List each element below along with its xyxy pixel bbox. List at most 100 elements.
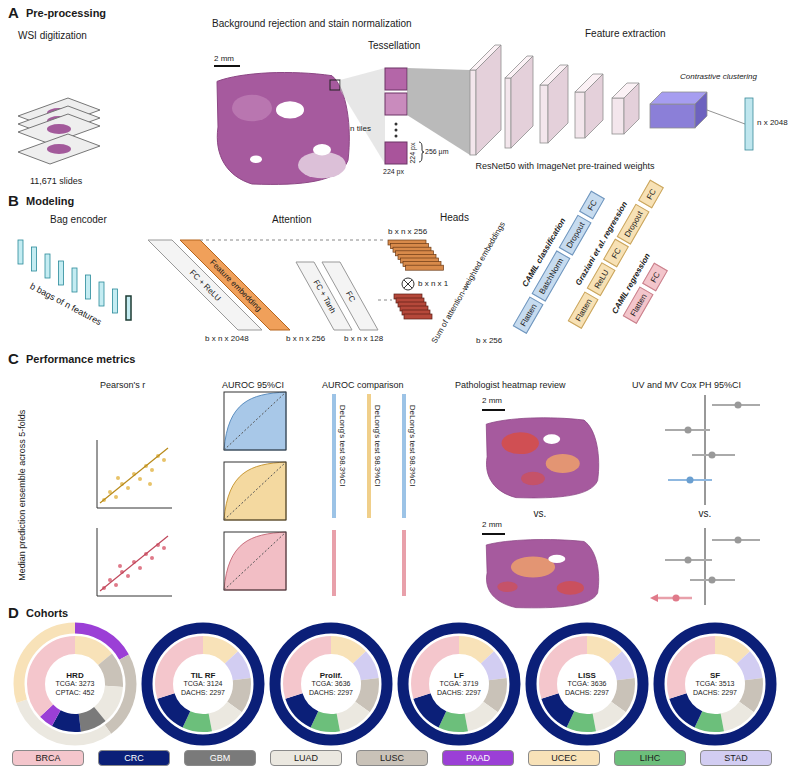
layer-box: Flatten [568, 291, 599, 329]
multiply-symbol-part [402, 278, 414, 290]
cohort-donut-part-part [19, 628, 131, 740]
cohort-count: TCGA: 3636 [568, 680, 607, 688]
label: AUROC 95%CI [222, 380, 284, 390]
forest-plot-part [735, 402, 742, 409]
feature-bags-part [99, 282, 104, 306]
feature-bags-part [126, 296, 131, 320]
panel-title: Pre-processing [26, 7, 106, 20]
label: Median prediction ensemble across 5-fold… [17, 410, 27, 581]
scatter-plot-part-part [148, 482, 152, 486]
layer-box: Flatten [513, 296, 544, 334]
heatmap-part [497, 582, 517, 592]
heatmap-part [543, 434, 560, 444]
label: Bag encoder [50, 214, 107, 226]
heatmap-part [486, 418, 598, 498]
label: Contrastive clustering [680, 72, 757, 81]
legend-label: UCEC [551, 753, 577, 763]
label: b bags of n features [28, 281, 103, 327]
legend-swatch: LUAD [270, 750, 342, 766]
cohort-donut-part-part [36, 645, 114, 723]
cohort-donut-part-part [36, 645, 114, 723]
roc-plot [224, 392, 286, 450]
resnet-layers-part [695, 92, 707, 128]
label: Heads [440, 212, 469, 224]
heatmap [486, 418, 598, 498]
cohort-donut-part-part [36, 645, 114, 723]
forest-plot-part [673, 595, 680, 602]
scatter-plot-part-part [150, 556, 154, 560]
layer-box: FC [579, 191, 605, 220]
legend-label: LUAD [294, 753, 318, 763]
slide-stack-part [47, 124, 71, 134]
heatmap-part [521, 472, 545, 486]
tissue-slide-part [298, 152, 346, 179]
scatter-plot-part [97, 440, 172, 508]
ci-bar-part [367, 394, 371, 518]
panel-letter: A [8, 4, 19, 21]
resnet-layers [470, 45, 753, 155]
dashed-guide [200, 240, 386, 241]
embedding-band [180, 240, 290, 330]
legend-label: BRCA [35, 753, 60, 763]
roc-plot [224, 532, 286, 590]
cohort-donut-part-part [36, 645, 114, 723]
label: DeLong's test 98.3%CI [408, 404, 417, 486]
resnet-layers-part [548, 65, 568, 143]
layer-name: FC [585, 198, 598, 212]
dimension: b x n x 2048 [205, 334, 249, 343]
cohort-count: TCGA: 3636 [312, 680, 351, 688]
resnet-layers-part [624, 83, 639, 134]
heatmap [486, 540, 598, 608]
embedding-stack [388, 240, 444, 270]
panel-title: Cohorts [26, 607, 68, 620]
resnet-layers-part [476, 45, 501, 155]
legend-label: STAD [724, 753, 747, 763]
attention-stack [394, 294, 432, 319]
slide-stack-part [47, 144, 71, 154]
heatmap-part [486, 540, 598, 608]
multiply-symbol-part [404, 280, 412, 288]
scatter-plot-part-part [126, 486, 130, 490]
dimension: 256 µm [425, 148, 449, 156]
forest-plot [665, 395, 760, 505]
scale-bar [482, 533, 505, 535]
ci-bar-part [402, 394, 406, 518]
target-name: Prolif. [320, 671, 343, 681]
cohort-center: LISSTCGA: 3636DACHS: 2297 [558, 655, 616, 713]
cohort-count: DACHS: 2297 [181, 689, 225, 697]
panel-title: Performance metrics [26, 353, 135, 366]
layer-name: FC [610, 246, 623, 260]
resnet-layers-part [707, 110, 745, 124]
label: n tiles [350, 124, 371, 133]
forest-plot-part [687, 477, 694, 484]
layer-name: FC [648, 270, 661, 284]
roc-plot-part [224, 462, 286, 520]
attention-stack-part [404, 314, 432, 319]
roc-plot-part [224, 532, 286, 590]
forest-plot [650, 528, 760, 605]
dimension: 224 px [409, 143, 417, 164]
legend-swatch: LIHC [614, 750, 686, 766]
legend-label: CRC [124, 753, 144, 763]
cohort-center: SFTCGA: 3513DACHS: 2297 [686, 655, 744, 713]
roc-plot-part [224, 532, 286, 590]
label: Attention [272, 214, 311, 226]
multiply-symbol [402, 278, 414, 290]
scatter-plot-part-part [162, 546, 166, 550]
roc-plot-part [224, 392, 286, 450]
layer-name: Flatten [574, 297, 594, 323]
label: DeLong's test 98.3%CI [338, 404, 347, 486]
cohort-donut-part-part [36, 645, 114, 723]
cohort-count: TCGA: 3273 [56, 680, 95, 688]
layer-name: Dropout [623, 209, 645, 238]
dimension: b x n x 256 [286, 334, 325, 343]
label: ResNet50 with ImageNet pre-trained weigh… [476, 161, 655, 171]
resnet-layers-part [585, 74, 603, 138]
legend-swatch: PAAD [442, 750, 514, 766]
scatter-plot-part-part [126, 574, 130, 578]
tiles-part [395, 129, 398, 132]
ci-bar-part [402, 530, 406, 596]
dimension: 224 px [383, 168, 404, 176]
scatter-plot [97, 528, 172, 596]
